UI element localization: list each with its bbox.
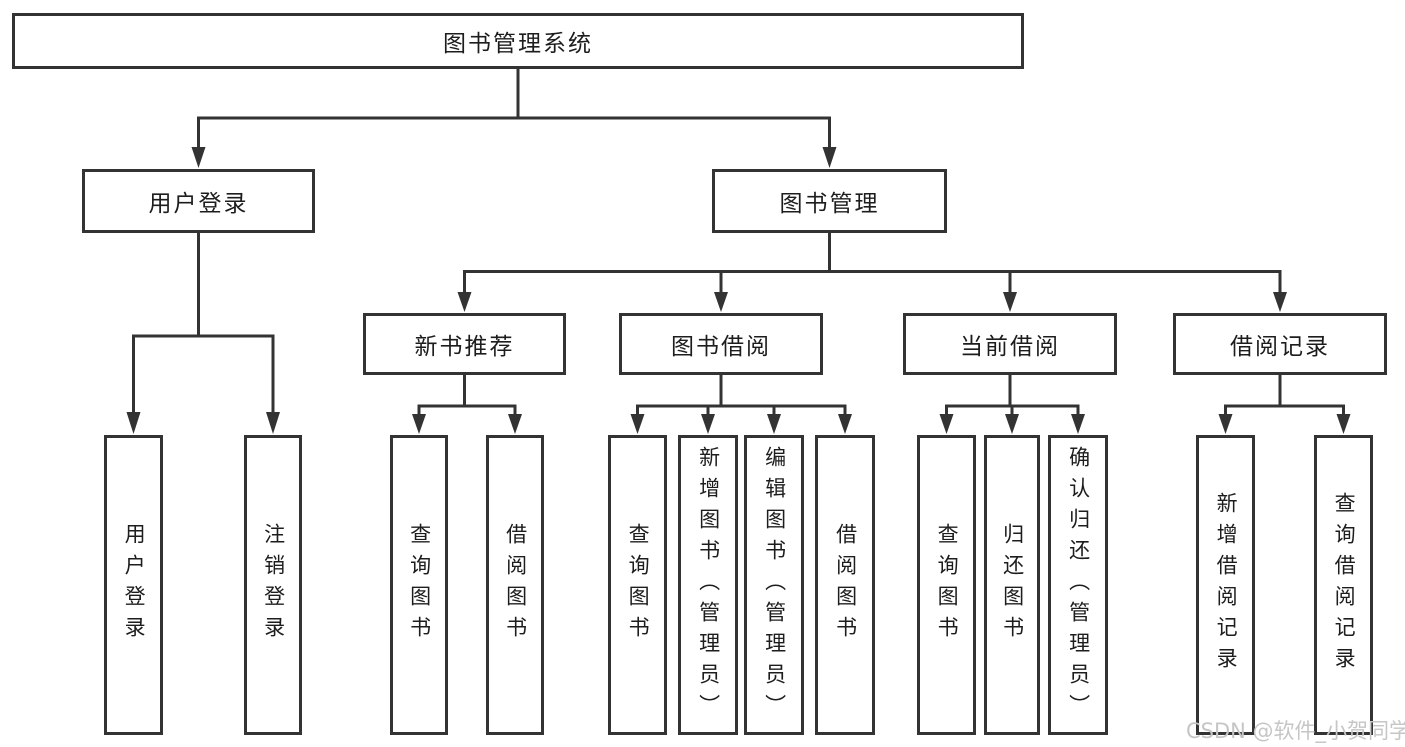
leaf-logout: 注销登录 [244, 435, 302, 735]
leaf-add-borrow-record: 新增借阅记录 [1196, 435, 1255, 735]
node-label: 当前借阅 [960, 334, 1060, 360]
leaf-label: 新增图书（管理员） [696, 445, 721, 725]
leaf-borrow-books-recommend: 借阅图书 [486, 435, 544, 735]
node-root-system: 图书管理系统 [12, 13, 1024, 69]
leaf-return-books: 归还图书 [984, 435, 1040, 735]
leaf-label: 新增借阅记录 [1214, 492, 1239, 678]
leaf-label: 查询借阅记录 [1332, 492, 1357, 678]
leaf-user-login: 用户登录 [104, 435, 163, 735]
node-book-borrow: 图书借阅 [619, 313, 823, 375]
node-borrow-records: 借阅记录 [1173, 313, 1387, 375]
leaf-label: 归还图书 [1000, 523, 1025, 647]
node-label: 新书推荐 [414, 334, 515, 360]
leaf-label: 用户登录 [122, 523, 147, 647]
node-user-login: 用户登录 [82, 169, 315, 233]
leaf-query-books-borrow: 查询图书 [608, 435, 667, 735]
leaf-label: 确认归还（管理员） [1066, 445, 1091, 725]
node-label: 图书借阅 [671, 334, 771, 360]
watermark: CSDN @软件_小贺同学 [1186, 719, 1405, 743]
leaf-query-books-current: 查询图书 [917, 435, 976, 735]
leaf-label: 借阅图书 [833, 523, 858, 647]
leaf-edit-books-admin: 编辑图书（管理员） [744, 435, 804, 735]
leaf-query-books-recommend: 查询图书 [390, 435, 448, 735]
leaf-label: 编辑图书（管理员） [762, 445, 787, 725]
leaf-label: 查询图书 [935, 523, 960, 647]
node-current-borrow: 当前借阅 [903, 313, 1117, 375]
node-new-book-recommend: 新书推荐 [363, 313, 566, 375]
node-book-management: 图书管理 [712, 169, 947, 233]
node-label: 图书管理系统 [443, 31, 593, 57]
leaf-borrow-books: 借阅图书 [815, 435, 875, 735]
leaf-confirm-return-admin: 确认归还（管理员） [1048, 435, 1108, 735]
leaf-add-books-admin: 新增图书（管理员） [678, 435, 738, 735]
node-label: 图书管理 [779, 191, 880, 217]
node-label: 用户登录 [148, 191, 249, 217]
leaf-label: 借阅图书 [503, 523, 528, 647]
node-label: 借阅记录 [1230, 334, 1330, 360]
leaf-label: 查询图书 [626, 523, 651, 647]
leaf-label: 查询图书 [407, 523, 432, 647]
leaf-query-borrow-record: 查询借阅记录 [1314, 435, 1373, 735]
leaf-label: 注销登录 [261, 523, 286, 647]
